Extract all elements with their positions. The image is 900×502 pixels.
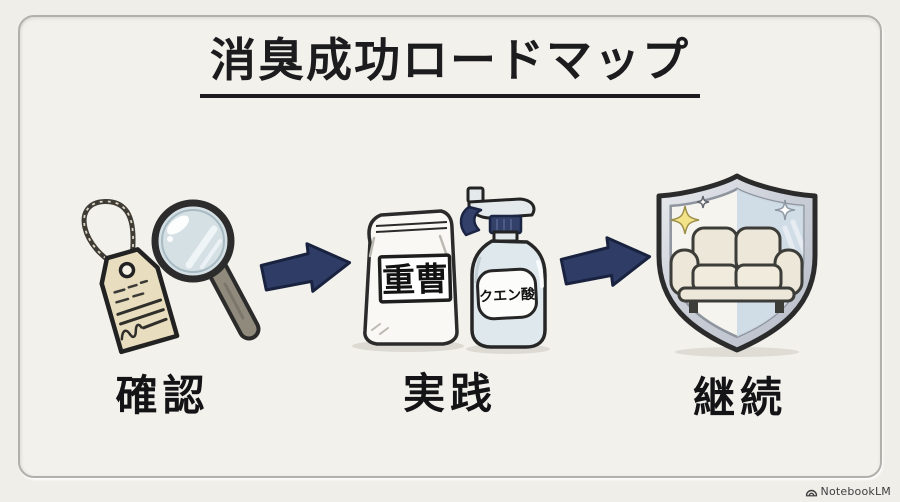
title-block: 消臭成功ロードマップ <box>0 34 900 98</box>
step-practice: 重曹 クエン酸 実践 <box>340 162 560 421</box>
step-check: 確認 <box>55 168 270 423</box>
sparkle-icon <box>670 195 796 235</box>
step-continue: 継続 <box>635 158 845 425</box>
step-continue-label: 継続 <box>692 373 787 422</box>
bag-label-text: 重曹 <box>382 259 449 300</box>
bottle-label-text: クエン酸 <box>479 285 537 305</box>
arrow-right-icon <box>259 242 352 293</box>
magnifying-glass-icon <box>151 199 261 341</box>
price-tag-icon <box>81 198 180 355</box>
watermark: NotebookLM <box>805 485 891 498</box>
arrow-right-icon <box>559 236 652 287</box>
baking-soda-bag-icon: 重曹 <box>363 209 459 346</box>
spray-bottle-icon: クエン酸 <box>459 186 547 349</box>
page-title: 消臭成功ロードマップ <box>200 34 700 98</box>
step-check-label: 確認 <box>115 371 210 420</box>
sofa-icon <box>669 226 804 313</box>
notebooklm-logo-icon <box>805 489 817 496</box>
practice-illustration: 重曹 クエン酸 <box>352 186 550 354</box>
step-practice-label: 実践 <box>402 369 497 418</box>
continue-illustration <box>656 173 818 357</box>
check-illustration <box>81 198 261 355</box>
watermark-text: NotebookLM <box>820 485 891 498</box>
